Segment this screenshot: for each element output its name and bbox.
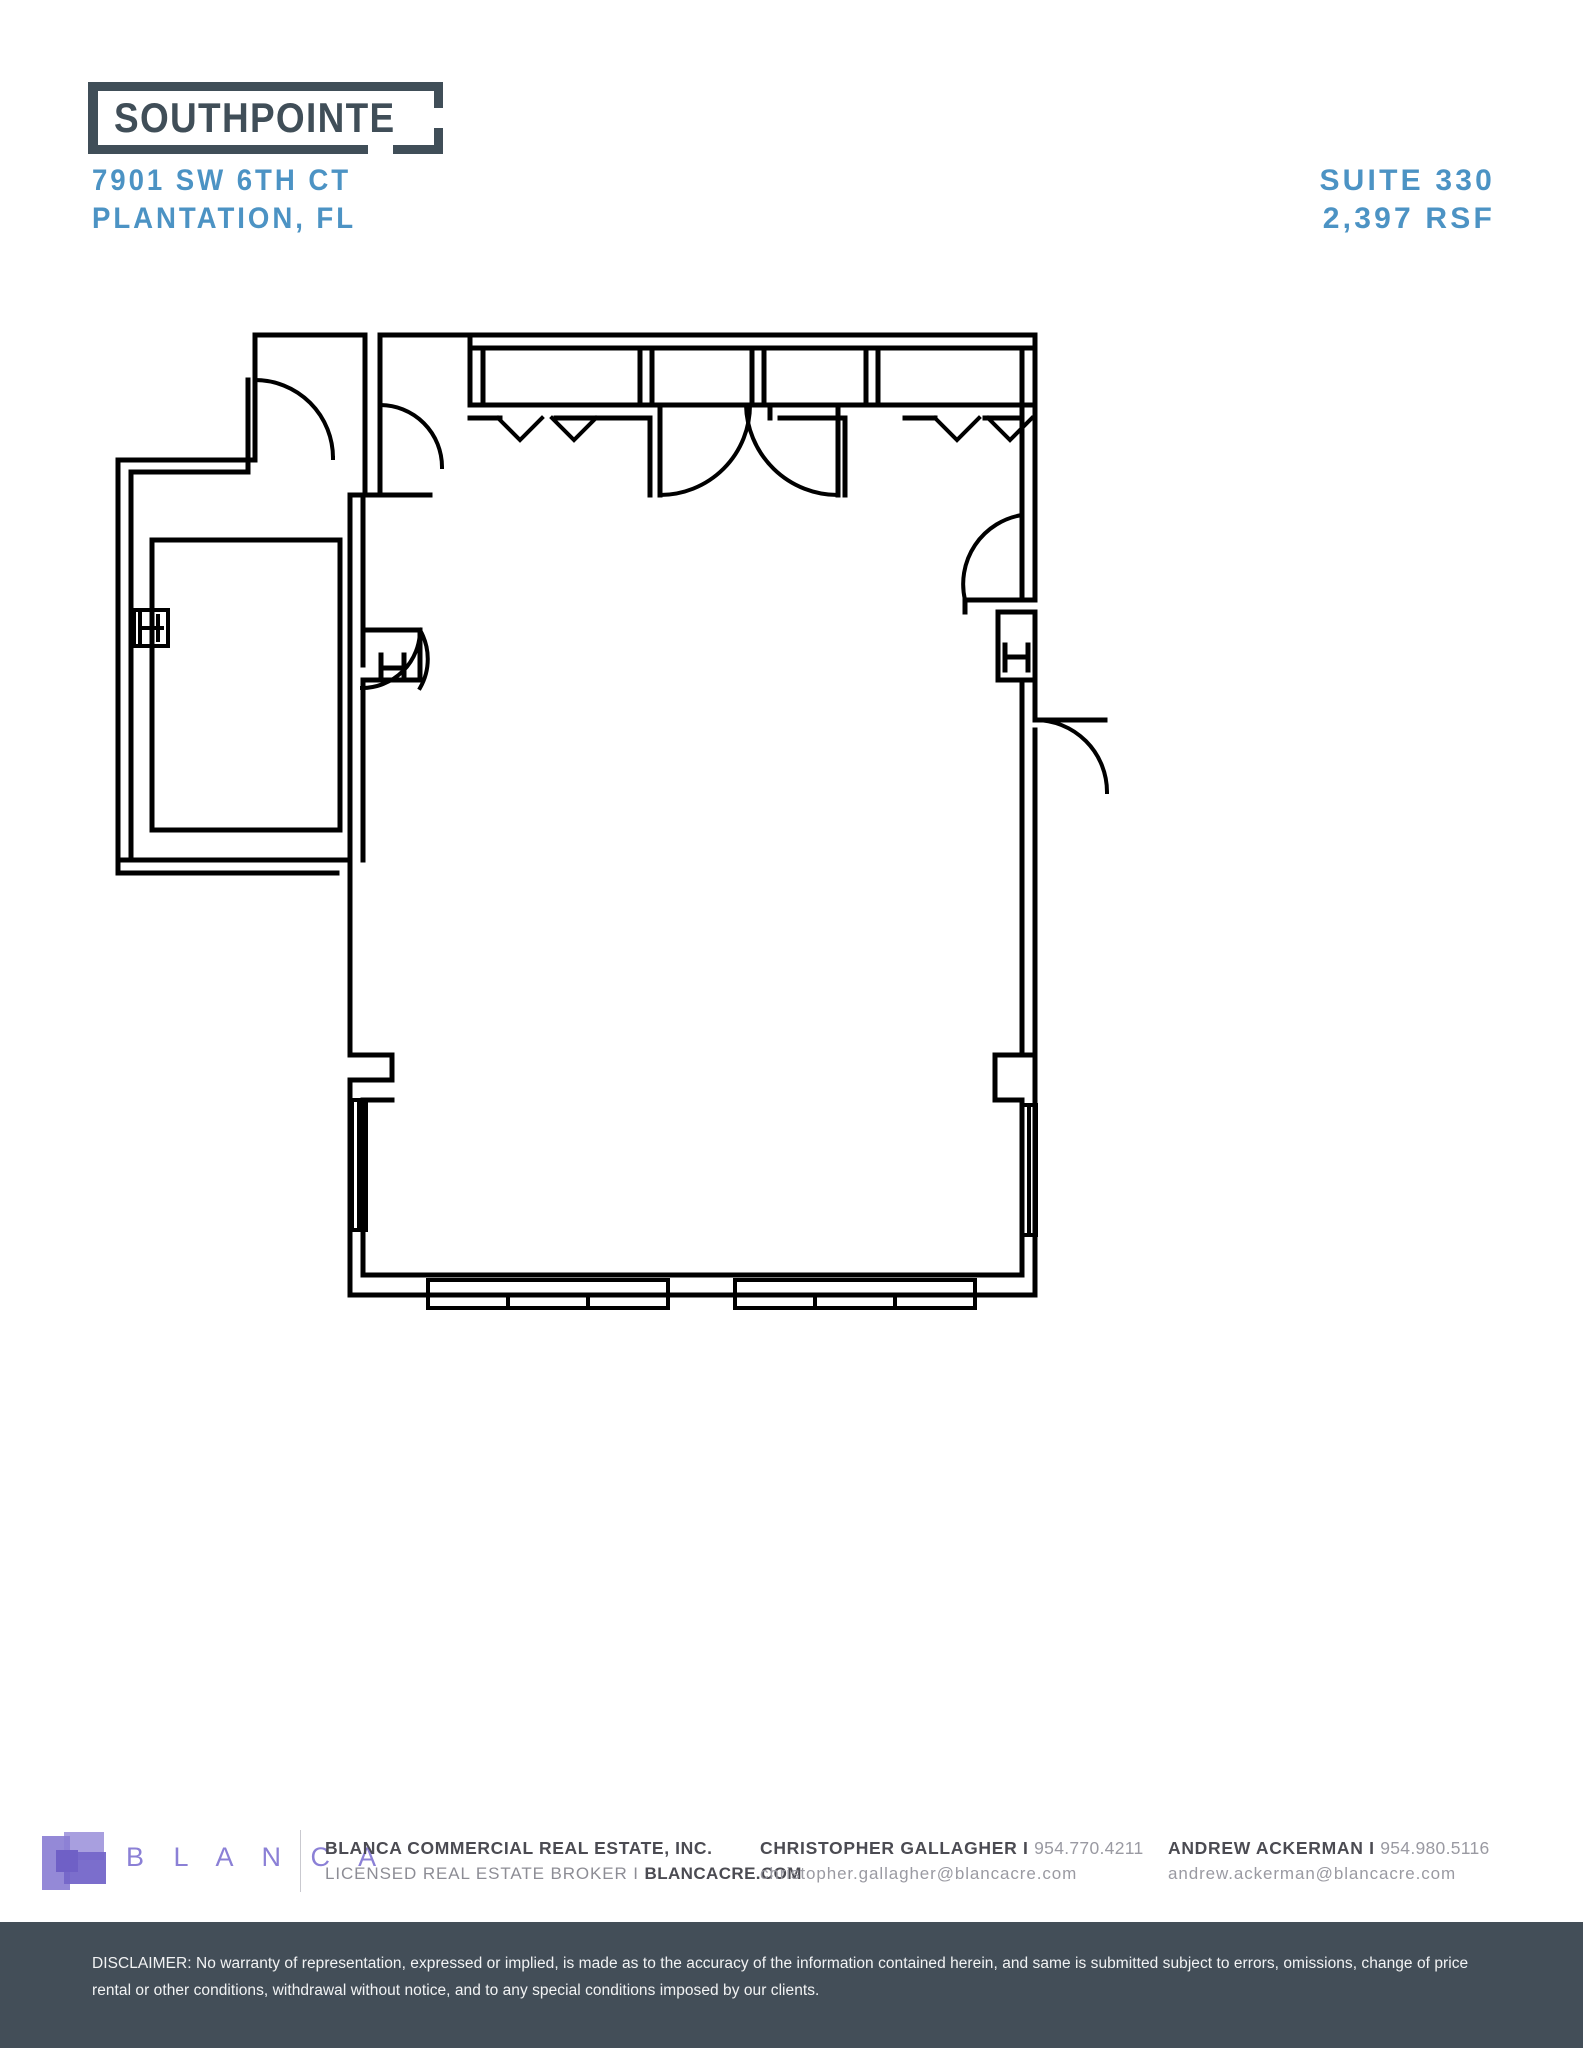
contact-christopher-gallagher: CHRISTOPHER GALLAGHER I 954.770.4211 chr… bbox=[760, 1836, 1144, 1886]
contact-name-row: CHRISTOPHER GALLAGHER I 954.770.4211 bbox=[760, 1836, 1144, 1861]
window-glazing-west bbox=[350, 1098, 368, 1232]
wall-center-spine bbox=[347, 402, 433, 863]
opening-chevron-marks bbox=[495, 415, 1035, 443]
disclaimer-text: DISCLAIMER: No warranty of representatio… bbox=[92, 1955, 1469, 1999]
firm-license-text: LICENSED REAL ESTATE BROKER I bbox=[325, 1864, 645, 1883]
suite-info: SUITE 330 2,397 RSF bbox=[1319, 162, 1495, 238]
logo-frame-bottom-edge bbox=[88, 145, 368, 154]
contact-email[interactable]: christopher.gallagher@blancacre.com bbox=[760, 1864, 1078, 1883]
firm-info: BLANCA COMMERCIAL REAL ESTATE, INC. LICE… bbox=[325, 1836, 802, 1886]
blanca-logo-mark bbox=[42, 1832, 114, 1890]
logo-frame-bottom-edge-right bbox=[393, 145, 443, 154]
logo-frame-left-edge bbox=[88, 82, 98, 154]
blanca-wordmark: B L A N C A bbox=[126, 1842, 388, 1872]
window-glazing-south bbox=[426, 1278, 977, 1310]
contact-name: ANDREW ACKERMAN bbox=[1168, 1838, 1364, 1858]
address-line-2: PLANTATION, FL bbox=[92, 202, 357, 235]
contact-phone[interactable]: 954.980.5116 bbox=[1380, 1838, 1490, 1858]
firm-website[interactable]: BLANCACRE.COM bbox=[644, 1864, 802, 1883]
contact-separator: I bbox=[1023, 1838, 1029, 1858]
contact-andrew-ackerman: ANDREW ACKERMAN I 954.980.5116 andrew.ac… bbox=[1168, 1836, 1490, 1886]
firm-name: BLANCA COMMERCIAL REAL ESTATE, INC. bbox=[325, 1838, 713, 1858]
plumbing-fixture-icon bbox=[132, 608, 170, 648]
contact-name: CHRISTOPHER GALLAGHER bbox=[760, 1838, 1018, 1858]
building-name: SOUTHPOINTE bbox=[114, 94, 396, 141]
page-footer: B L A N C A BLANCA COMMERCIAL REAL ESTAT… bbox=[0, 1790, 1583, 1920]
floorplan-container bbox=[0, 300, 1583, 1760]
structural-column-icons bbox=[378, 642, 1031, 683]
firm-license: LICENSED REAL ESTATE BROKER I BLANCACRE.… bbox=[325, 1861, 802, 1886]
disclaimer-bar: DISCLAIMER: No warranty of representatio… bbox=[0, 1922, 1583, 2048]
floorplan-drawing bbox=[115, 332, 1110, 1310]
wall-left-storage-room bbox=[115, 377, 353, 876]
logo-frame-right-bottom-edge bbox=[434, 128, 443, 154]
southpointe-logo: SOUTHPOINTE bbox=[88, 82, 443, 154]
suite-number: SUITE 330 bbox=[1319, 164, 1495, 197]
window-glazing-east bbox=[1020, 1103, 1038, 1237]
logo-frame-top-edge bbox=[88, 82, 443, 91]
logo-frame-right-top-edge bbox=[434, 82, 443, 108]
property-address: 7901 SW 6TH CT PLANTATION, FL bbox=[92, 162, 379, 238]
contact-email[interactable]: andrew.ackerman@blancacre.com bbox=[1168, 1864, 1457, 1883]
address-line-1: 7901 SW 6TH CT bbox=[92, 164, 352, 197]
door-swing-arcs bbox=[252, 377, 1110, 795]
suite-rsf: 2,397 RSF bbox=[1322, 202, 1495, 235]
page-header: SOUTHPOINTE 7901 SW 6TH CT PLANTATION, F… bbox=[0, 0, 1583, 300]
contact-separator: I bbox=[1369, 1838, 1375, 1858]
footer-divider bbox=[300, 1830, 301, 1892]
logo-square-center bbox=[56, 1850, 78, 1872]
wall-office-partitions bbox=[467, 345, 1038, 498]
contact-phone[interactable]: 954.770.4211 bbox=[1034, 1838, 1144, 1858]
contact-name-row: ANDREW ACKERMAN I 954.980.5116 bbox=[1168, 1836, 1490, 1861]
